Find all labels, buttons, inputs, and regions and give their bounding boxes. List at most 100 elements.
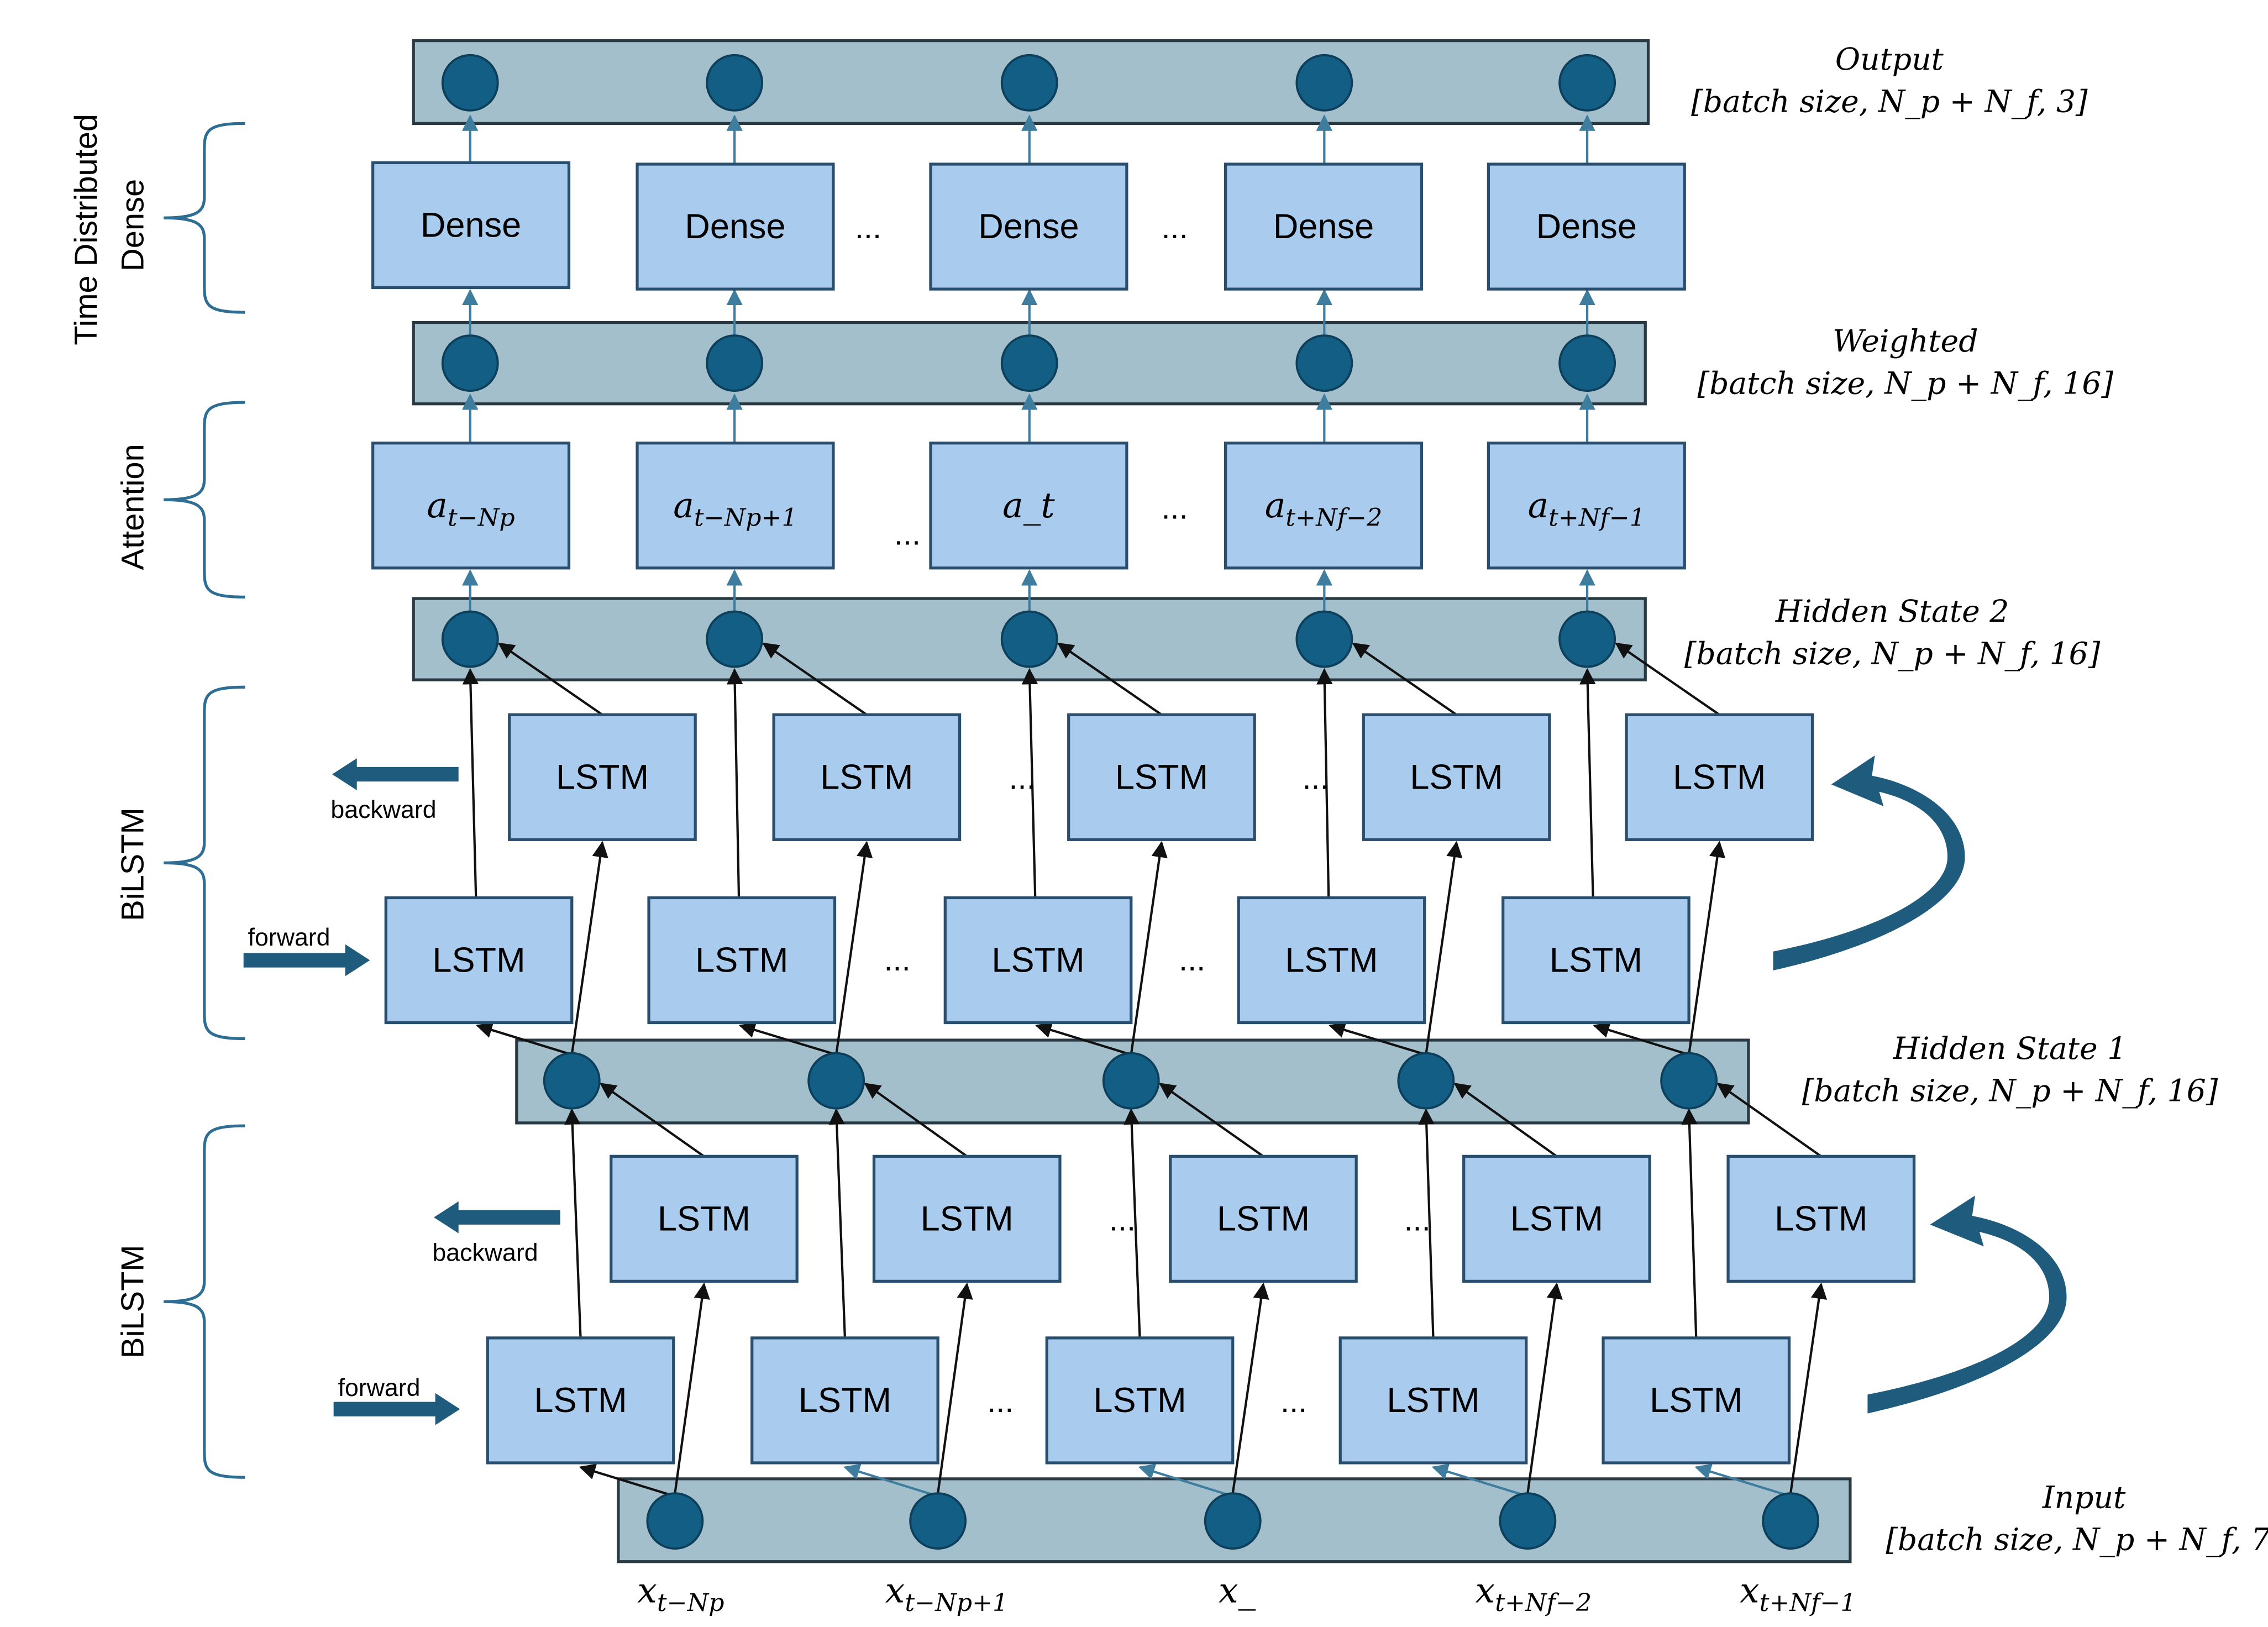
hidden1-node-3: [1102, 1052, 1160, 1110]
recurrent-curve-arrow-bottom: [1867, 1195, 2067, 1414]
lstm-bottom-backward-3-label: LSTM: [1217, 1199, 1310, 1238]
curly-brace-2: [164, 401, 245, 599]
hidden1-shape: [batch size, N_p + N_f, 16]: [1802, 1073, 2218, 1109]
arrow-h1-to-topbwd-2: [835, 841, 873, 1055]
weighted-node-5: [1558, 334, 1616, 392]
arrow-topbwd-to-h2-4: [1352, 642, 1457, 716]
arrow-topfwd-to-h2-4: [1316, 668, 1333, 898]
hidden2-node-3: [1000, 610, 1058, 668]
lstm-bottom-forward-3-label: LSTM: [1093, 1381, 1186, 1420]
lstm-top-forward-4: LSTM: [1237, 896, 1426, 1025]
weighted-shape: [batch size, N_p + N_f, 16]: [1698, 366, 2114, 401]
hidden2-label: Hidden State 2: [1775, 594, 2009, 629]
arrow-topfwd-to-h2-2: [726, 668, 743, 898]
group-braces: [164, 122, 245, 1479]
weighted-node-4: [1295, 334, 1353, 392]
arrow-topfwd-to-h2-5: [1579, 668, 1596, 898]
lstm-bottom-backward-3: LSTM: [1169, 1154, 1358, 1283]
arrow-h1-to-topfwd-3: [1035, 1022, 1132, 1056]
lstm-bottom-backward-5: LSTM: [1726, 1154, 1916, 1283]
attention-box-2-label: at−Np+1: [673, 485, 797, 532]
ellipsis-6: ...: [1302, 760, 1329, 796]
arrow-in-to-botfwd-1: [579, 1463, 675, 1498]
attention-box-4-label: at+Nf−2: [1265, 485, 1382, 532]
lstm-bottom-forward-1-label: LSTM: [534, 1381, 627, 1420]
hidden1-label: Hidden State 1: [1893, 1031, 2127, 1067]
input-x-label-4: xt+Nf−2: [1476, 1570, 1592, 1617]
left-labels: Time Distributed Dense Attention BiLSTM …: [69, 114, 150, 1358]
hidden1-node-5: [1660, 1052, 1718, 1110]
forward-label-bottom: forward: [338, 1374, 421, 1402]
layer-nodes: [441, 54, 1820, 1550]
weighted-node-3: [1000, 334, 1058, 392]
arrow-in-to-botbwd-4: [1526, 1282, 1563, 1494]
curly-brace-3: [164, 685, 245, 1041]
forward-label-top: forward: [248, 924, 330, 951]
ellipsis-5: ...: [1009, 760, 1036, 796]
lstm-top-backward-5: LSTM: [1625, 713, 1814, 841]
arrow-in-to-botfwd-4: [1431, 1463, 1528, 1498]
lstm-top-forward-2: LSTM: [647, 896, 837, 1025]
arrow-h1-to-topfwd-2: [738, 1022, 837, 1056]
arrow-in-to-botbwd-1: [674, 1282, 710, 1494]
tdd-label-line2: Dense: [115, 179, 150, 271]
arrow-topbwd-to-h2-3: [1057, 642, 1163, 716]
lstm-bottom-forward-2-label: LSTM: [799, 1381, 891, 1420]
lstm-top-forward-5: LSTM: [1502, 896, 1691, 1025]
ellipsis-4: ...: [1162, 490, 1188, 526]
lstm-bottom-forward-1: LSTM: [486, 1336, 675, 1465]
dense-box-2-label: Dense: [685, 207, 785, 246]
backward-arrow-top: [332, 758, 459, 790]
attention-label: Attention: [115, 444, 150, 570]
arrow-in-to-botbwd-3: [1231, 1282, 1269, 1494]
input-node-2: [909, 1492, 967, 1550]
lstm-top-backward-1-label: LSTM: [556, 758, 649, 796]
arrow-botfwd-to-h1-4: [1418, 1108, 1435, 1338]
input-node-5: [1762, 1492, 1820, 1550]
lstm-top-forward-3-label: LSTM: [991, 941, 1084, 980]
right-labels: Output [batch size, N_p + N_f, 3] Weight…: [1684, 42, 2268, 1558]
output-node-5: [1558, 54, 1616, 112]
lstm-top-forward-5-label: LSTM: [1550, 941, 1642, 980]
lstm-top-backward-3-label: LSTM: [1115, 758, 1208, 796]
lstm-bottom-backward-1-label: LSTM: [658, 1199, 750, 1238]
lstm-bottom-backward-2: LSTM: [872, 1154, 1062, 1283]
dense-box-5-label: Dense: [1536, 207, 1637, 246]
hidden2-shape: [batch size, N_p + N_f, 16]: [1684, 636, 2101, 671]
recurrent-curve-arrow-top: [1773, 755, 1965, 970]
hidden2-node-4: [1295, 610, 1353, 668]
output-node-1: [441, 54, 499, 112]
arrow-botbwd-to-h1-4: [1453, 1083, 1558, 1158]
hidden1-node-4: [1397, 1052, 1455, 1110]
lstm-top-backward-2: LSTM: [772, 713, 962, 841]
hidden2-node-2: [706, 610, 764, 668]
arrow-h1-to-topbwd-5: [1688, 841, 1726, 1055]
dense-box-4: Dense: [1224, 162, 1424, 291]
ellipsis-8: ...: [1179, 942, 1205, 978]
arrow-h1-to-topbwd-4: [1425, 841, 1463, 1055]
arrow-in-to-botbwd-2: [937, 1282, 973, 1494]
dense-box-5: Dense: [1487, 162, 1686, 291]
output-node-3: [1000, 54, 1058, 112]
input-label: Input: [2042, 1480, 2126, 1515]
lstm-top-forward-4-label: LSTM: [1285, 941, 1378, 980]
dense-box-3-label: Dense: [978, 207, 1079, 246]
input-node-4: [1499, 1492, 1557, 1550]
lstm-top-forward-2-label: LSTM: [695, 941, 788, 980]
arrow-botbwd-to-h1-3: [1158, 1083, 1264, 1158]
input-x-label-5: xt+Nf−1: [1740, 1570, 1856, 1617]
weighted-node-2: [706, 334, 764, 392]
arrow-in-to-botfwd-3: [1138, 1463, 1233, 1498]
attention-box-3: a_t: [929, 442, 1128, 570]
lstm-top-forward-1-label: LSTM: [432, 941, 525, 980]
arrow-topbwd-to-h2-2: [762, 642, 868, 716]
hidden2-node-1: [441, 610, 499, 668]
dense-box-1-label: Dense: [421, 206, 521, 244]
bilstm-top-label: BiLSTM: [115, 807, 150, 921]
forward-arrow-top: [243, 944, 370, 977]
ellipsis-7: ...: [884, 942, 910, 978]
input-node-1: [646, 1492, 704, 1550]
lstm-bottom-forward-4-label: LSTM: [1387, 1381, 1479, 1420]
